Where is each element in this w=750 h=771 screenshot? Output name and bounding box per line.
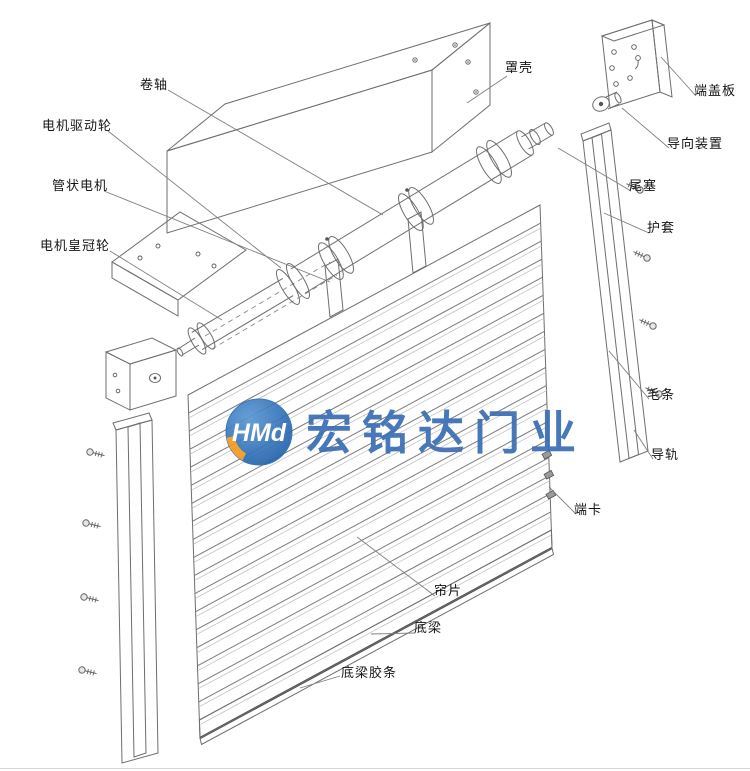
bottom-beam-drawing — [198, 529, 555, 746]
watermark-logo-swoosh — [226, 436, 246, 461]
cover-housing-drawing — [166, 21, 491, 234]
motor-bracket-plate-drawing — [111, 211, 247, 317]
label-tubular-motor: 管状电机 — [52, 178, 109, 193]
label-brush-strip: 毛条 — [647, 387, 676, 402]
watermark-logo-circle — [225, 398, 293, 466]
watermark-logo-text: HMd — [232, 419, 287, 447]
left-bracket-drawing — [104, 337, 178, 411]
label-motor-drive-wheel: 电机驱动轮 — [42, 118, 113, 133]
label-bottom-beam: 底梁 — [414, 620, 443, 635]
label-protective-sleeve: 护套 — [647, 220, 676, 235]
curtain-drawing — [187, 204, 557, 746]
label-tail-plug: 尾塞 — [629, 178, 658, 193]
label-cover-housing: 罩壳 — [505, 60, 534, 75]
label-end-cover-plate: 端盖板 — [694, 83, 737, 98]
roller-shaft-drawing — [176, 122, 554, 357]
leader-lines — [103, 56, 697, 689]
watermark: HMd 宏铭达门业 — [222, 392, 632, 477]
label-guide-device: 导向装置 — [667, 136, 724, 151]
end-cover-plate-drawing — [600, 19, 673, 109]
rail-screws-left — [77, 447, 106, 678]
label-motor-crown-wheel: 电机皇冠轮 — [40, 238, 111, 253]
label-bottom-beam-rubber: 底梁胶条 — [341, 665, 398, 680]
label-roller-shaft: 卷轴 — [140, 77, 169, 92]
label-guide-rail: 导轨 — [651, 447, 680, 462]
label-end-clip: 端卡 — [574, 502, 603, 517]
guide-device-drawing — [592, 91, 622, 112]
rail-screws-right — [624, 180, 664, 399]
label-curtain-slat: 帘片 — [434, 583, 463, 598]
left-guide-rail-drawing — [112, 412, 159, 764]
watermark-brand-text: 宏铭达门业 — [306, 407, 586, 459]
watermark-graphic: HMd 宏铭达门业 — [225, 398, 586, 466]
